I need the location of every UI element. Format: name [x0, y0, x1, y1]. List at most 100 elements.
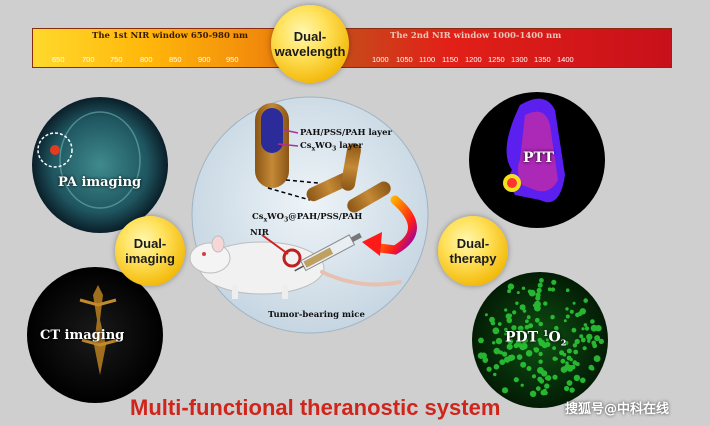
fluorescence-dot	[579, 334, 584, 339]
fluorescence-dot	[511, 325, 517, 331]
fluorescence-dot	[565, 314, 570, 319]
tick-label: 800	[140, 55, 153, 64]
dual-therapy-badge: Dual-therapy	[438, 216, 508, 286]
pa-imaging-panel	[32, 97, 168, 233]
fluorescence-dot	[535, 292, 541, 298]
fluorescence-dot	[594, 335, 601, 342]
fluorescence-dot	[583, 323, 588, 327]
fluorescence-dot	[562, 352, 567, 357]
fluorescence-dot	[552, 356, 557, 361]
fluorescence-dot	[572, 301, 576, 305]
fluorescence-dot	[544, 383, 550, 389]
fluorescence-dot	[493, 347, 501, 355]
ptt-label: PTT	[523, 150, 554, 166]
fluorescence-dot	[478, 337, 484, 344]
fluorescence-dot	[493, 372, 497, 377]
tick-label: 900	[198, 55, 211, 64]
tick-label: 1050	[396, 55, 413, 64]
fluorescence-dot	[513, 343, 519, 349]
fluorescence-dot	[593, 355, 601, 362]
label-subscript: x	[311, 145, 316, 153]
fluorescence-dot	[520, 361, 527, 368]
fluorescence-dot	[590, 324, 598, 332]
tick-label: 850	[169, 55, 182, 64]
fluorescence-dot	[504, 327, 508, 332]
fluorescence-dot	[504, 332, 508, 336]
fluorescence-dot	[524, 324, 530, 330]
fluorescence-dot	[516, 354, 523, 360]
first-nir-window-label: The 1st NIR window 650-980 nm	[92, 31, 248, 41]
tick-label: 950	[226, 55, 239, 64]
fluorescence-dot	[504, 308, 508, 312]
fluorescence-dot	[552, 346, 556, 350]
tick-label: 1150	[442, 55, 459, 64]
ct-imaging-label: CT imaging	[40, 328, 125, 343]
fluorescence-dot	[581, 327, 585, 331]
fluorescence-dot	[493, 364, 500, 370]
badge-line: Dual-	[293, 29, 327, 44]
dual-imaging-badge: Dual-imaging	[115, 216, 185, 286]
fluorescence-dot	[543, 301, 548, 306]
tick-label: 1200	[465, 55, 482, 64]
fluorescence-dot	[534, 317, 540, 323]
fluorescence-dot	[590, 319, 595, 324]
badge-line: Dual-	[133, 236, 167, 251]
label-part: layer	[336, 141, 363, 151]
fluorescence-dot	[569, 387, 575, 393]
fluorescence-dot	[526, 366, 532, 371]
fluorescence-dot	[538, 351, 543, 357]
fluorescence-dot	[570, 364, 576, 370]
label-part: WO	[315, 141, 333, 151]
fluorescence-dot	[517, 325, 524, 332]
fluorescence-dot	[507, 289, 512, 294]
fluorescence-dot	[537, 282, 543, 288]
fluorescence-dot	[547, 287, 552, 292]
fluorescence-dot	[566, 348, 572, 354]
fluorescence-dot	[528, 323, 534, 329]
fluorescence-dot	[532, 303, 537, 307]
pa-imaging-label: PA imaging	[58, 175, 142, 190]
system-title: Multi-functional theranostic system	[130, 395, 501, 420]
fluorescence-dot	[484, 313, 488, 317]
fluorescence-dot	[580, 337, 586, 343]
fluorescence-dot	[516, 291, 520, 295]
fluorescence-dot	[525, 319, 529, 324]
badge-line: therapy	[449, 251, 497, 266]
fluorescence-dot	[537, 376, 543, 382]
tumor-bearing-mice-label: Tumor-bearing mice	[268, 310, 365, 320]
fluorescence-dot	[496, 338, 502, 344]
fluorescence-dot	[506, 343, 513, 350]
ptt-panel	[469, 92, 605, 228]
fluorescence-dot	[565, 288, 570, 293]
fluorescence-dot	[573, 349, 579, 355]
fluorescence-dot	[507, 283, 515, 290]
composite-label: CsxWO3@PAH/PSS/PAH	[252, 212, 362, 224]
fluorescence-dot	[528, 289, 536, 297]
badge-line: Dual-	[456, 236, 490, 251]
fluorescence-dot	[492, 327, 500, 335]
fluorescence-dot	[513, 377, 519, 383]
fluorescence-dot	[542, 371, 547, 377]
label-subscript: x	[263, 216, 268, 224]
fluorescence-dot	[573, 374, 581, 382]
fluorescence-dot	[522, 339, 527, 344]
fluorescence-dot	[489, 316, 495, 323]
fluorescence-dot	[499, 359, 506, 365]
fluorescence-dot	[529, 390, 537, 397]
fluorescence-dot	[533, 347, 537, 351]
singlet-superscript: 1	[542, 328, 549, 338]
fluorescence-dot	[497, 322, 502, 326]
fluorescence-dot	[502, 351, 508, 357]
fluorescence-dot	[520, 383, 524, 387]
fluorescence-dot	[507, 338, 514, 345]
fluorescence-dot	[482, 352, 486, 356]
fluorescence-dot	[537, 337, 543, 343]
fluorescence-dot	[512, 310, 517, 315]
fluorescence-dot	[535, 386, 541, 391]
fluorescence-dot	[536, 287, 542, 293]
fluorescence-dot	[582, 346, 587, 351]
tick-label: 650	[52, 55, 65, 64]
fluorescence-dot	[545, 338, 549, 342]
fluorescence-dot	[538, 359, 543, 364]
